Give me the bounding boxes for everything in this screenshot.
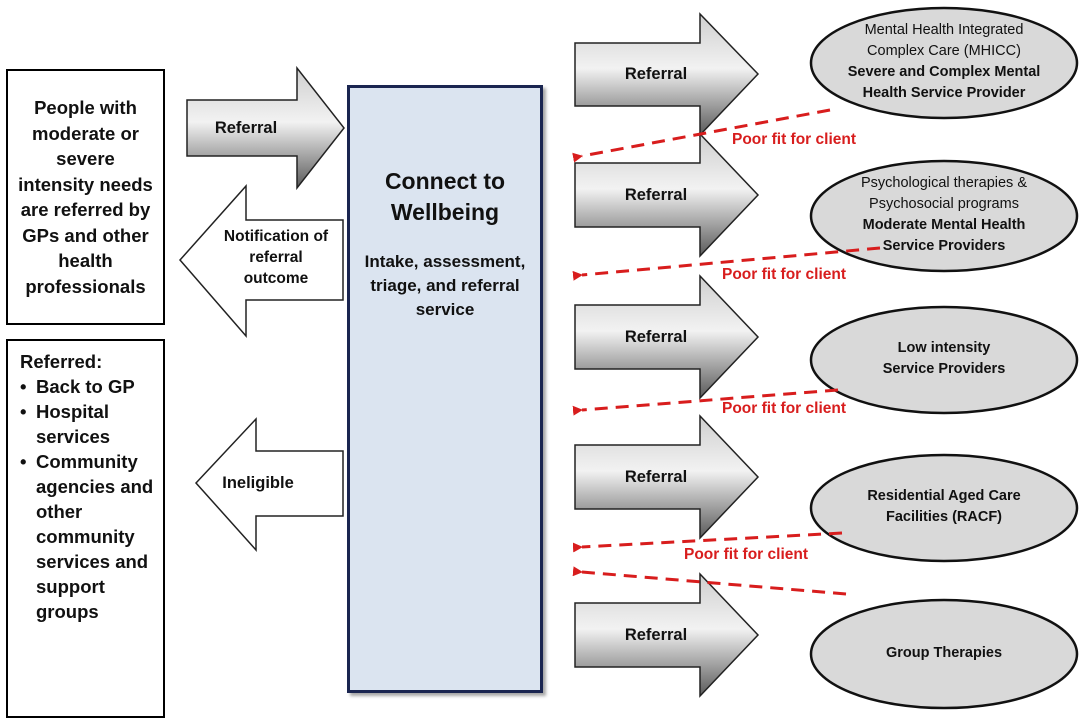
referral-arrow-3-label: Referral <box>624 328 688 346</box>
provider-1-bold2: Health Service Provider <box>862 85 1026 101</box>
referral-arrow-2-label: Referral <box>624 186 688 204</box>
provider-4-bold2: Facilities (RACF) <box>885 509 1002 525</box>
provider-ellipse-5 <box>809 598 1079 710</box>
poor-fit-line-5 <box>572 566 847 596</box>
provider-1-line1: Mental Health Integrated <box>864 22 1024 38</box>
provider-2-line2: Psychosocial programs <box>869 196 1019 212</box>
referral-arrow-left-label: Referral <box>214 119 278 137</box>
referral-arrow-5 <box>574 572 760 698</box>
referral-arrow-2 <box>574 132 760 258</box>
provider-ellipse-4 <box>809 453 1079 563</box>
poor-fit-label-4: Poor fit for client <box>684 546 808 563</box>
referred-item: Back to GP <box>20 374 157 399</box>
provider-text-4: Residential Aged Care Facilities (RACF) <box>814 486 1074 528</box>
referral-source-text: People with moderate or severe intensity… <box>18 97 153 297</box>
provider-text-5: Group Therapies <box>814 643 1074 664</box>
provider-3-bold2: Service Providers <box>882 361 1006 377</box>
provider-4-bold1: Residential Aged Care <box>867 488 1021 504</box>
ineligible-arrow-label: Ineligible <box>222 474 294 492</box>
poor-fit-label-3: Poor fit for client <box>722 400 846 417</box>
referred-heading: Referred: <box>20 351 103 372</box>
provider-3-bold1: Low intensity <box>897 340 991 356</box>
referral-arrow-4 <box>574 414 760 540</box>
ineligible-arrow <box>194 417 344 552</box>
referred-elsewhere-box: Referred: Back to GP Hospital services C… <box>6 339 165 718</box>
referred-list: Back to GP Hospital services Community a… <box>20 374 157 624</box>
referral-source-box: People with moderate or severe intensity… <box>6 69 165 325</box>
poor-fit-line-4 <box>572 531 843 553</box>
referral-arrow-5-label: Referral <box>624 626 688 644</box>
provider-2-line1: Psychological therapies & <box>860 175 1028 191</box>
provider-ellipse-3 <box>809 305 1079 415</box>
poor-fit-line-2 <box>572 246 881 281</box>
referral-arrow-4-label: Referral <box>624 468 688 486</box>
provider-ellipse-2 <box>809 159 1079 273</box>
provider-text-3: Low intensity Service Providers <box>814 338 1074 380</box>
notification-arrow-label: Notification of referral outcome <box>223 228 329 287</box>
provider-text-1: Mental Health Integrated Complex Care (M… <box>814 20 1074 104</box>
poor-fit-label-1: Poor fit for client <box>732 131 856 148</box>
connect-to-wellbeing-box: Connect to Wellbeing Intake, assessment,… <box>347 85 543 693</box>
provider-2-bold1: Moderate Mental Health <box>862 217 1026 233</box>
provider-ellipse-1 <box>809 6 1079 120</box>
provider-text-2: Psychological therapies & Psychosocial p… <box>814 173 1074 257</box>
referral-arrow-left <box>186 65 345 191</box>
referred-item: Hospital services <box>20 399 157 449</box>
referral-arrow-1-label: Referral <box>624 65 688 83</box>
provider-2-bold2: Service Providers <box>882 238 1006 254</box>
poor-fit-line-1 <box>572 108 831 163</box>
provider-5-bold1: Group Therapies <box>885 645 1003 661</box>
poor-fit-label-2: Poor fit for client <box>722 266 846 283</box>
center-title: Connect to Wellbeing <box>384 168 506 225</box>
poor-fit-line-3 <box>572 388 839 416</box>
center-subtitle: Intake, assessment, triage, and referral… <box>364 252 526 319</box>
referral-arrow-1 <box>574 12 760 137</box>
provider-1-line2: Complex Care (MHICC) <box>867 43 1021 59</box>
notification-arrow <box>179 184 344 339</box>
provider-1-bold1: Severe and Complex Mental <box>847 64 1041 80</box>
referral-arrow-3 <box>574 274 760 400</box>
referred-item: Community agencies and other community s… <box>20 449 157 624</box>
